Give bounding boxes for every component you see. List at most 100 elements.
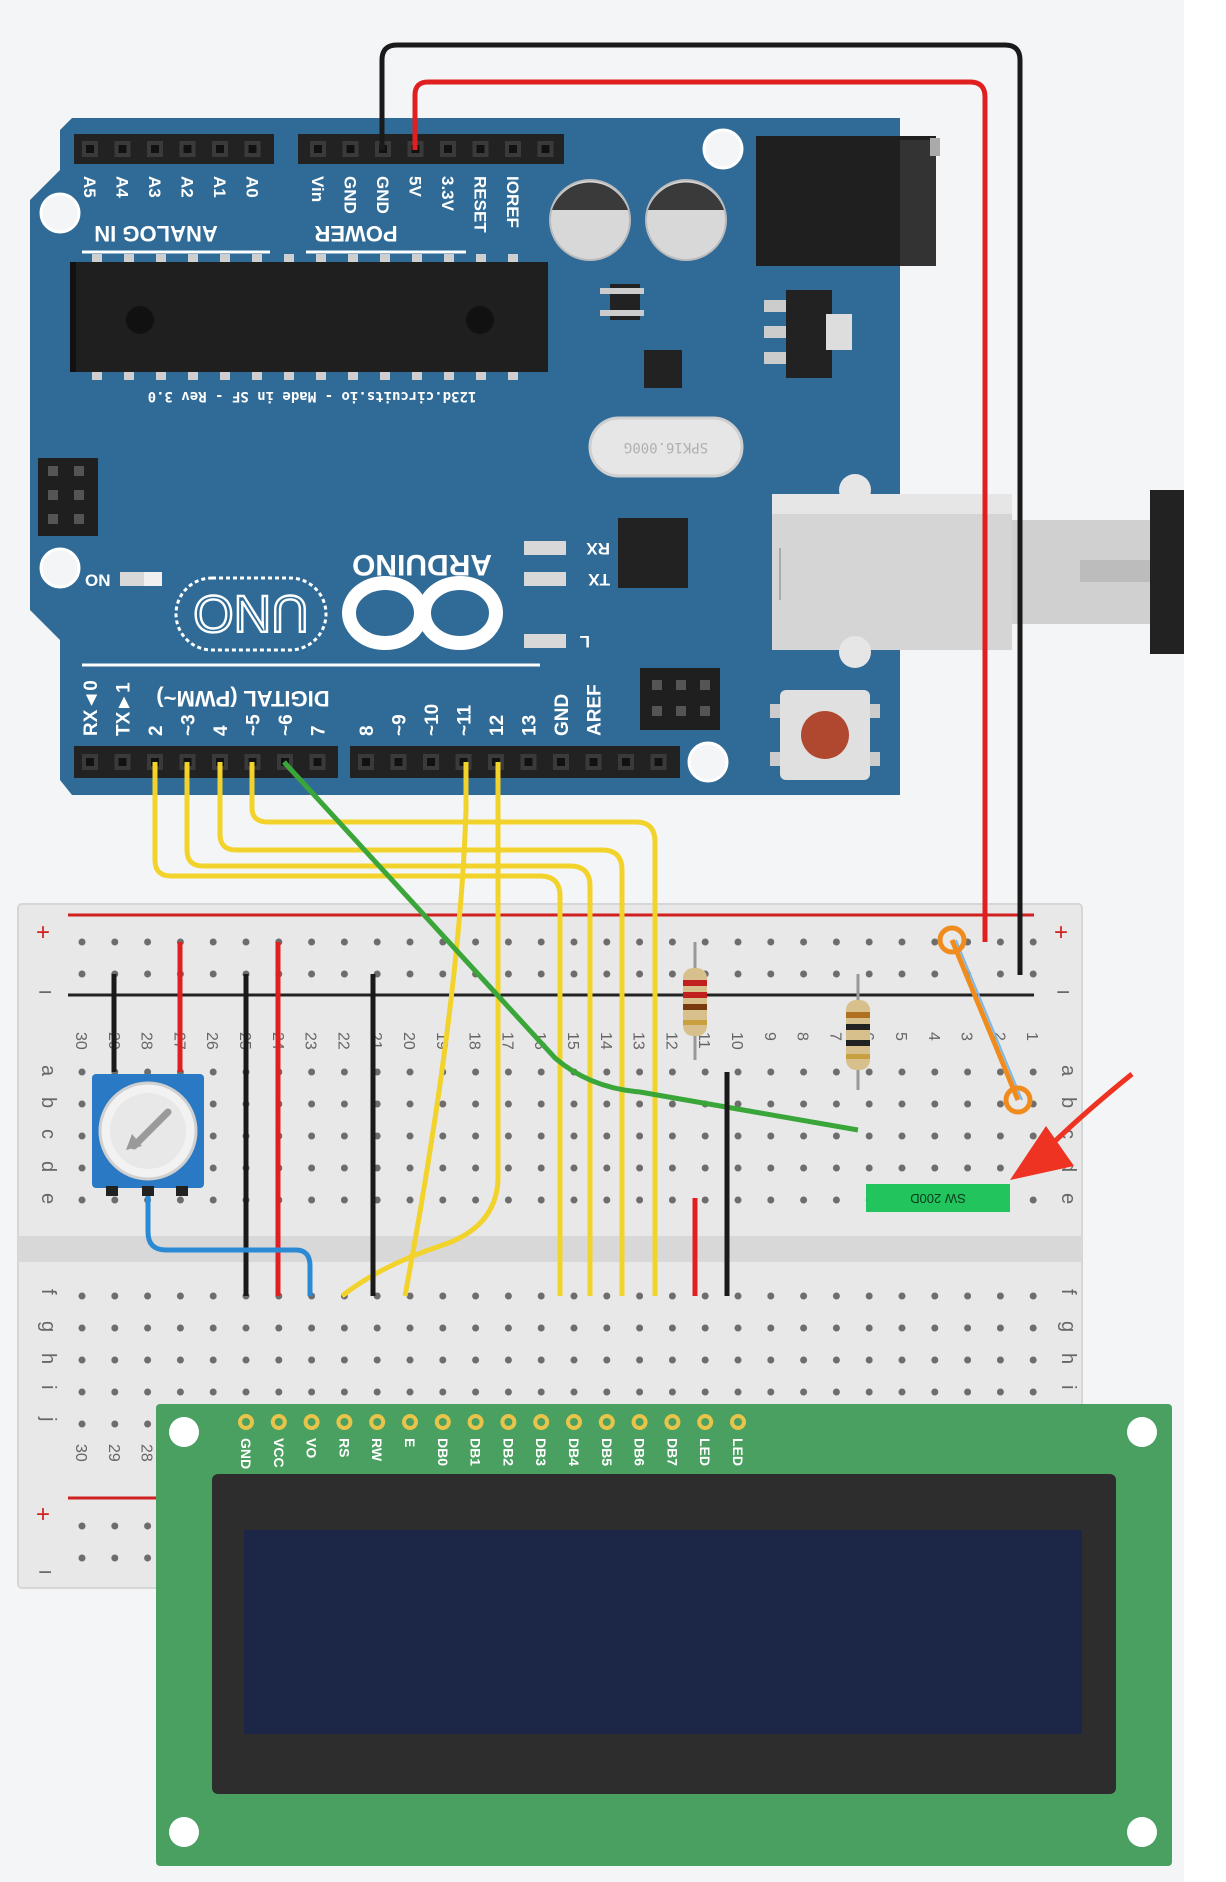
column-number: 2 [990,1032,1007,1041]
column-number: 14 [597,1032,614,1050]
made-in-label: 123d.circuits.io - Made in SF - Rev 3.0 [148,388,477,404]
column-number: 28 [138,1032,155,1050]
digital-header-left [74,746,338,778]
lcd-pin-label: RS [336,1438,352,1457]
digital-pin-label: 7 [309,725,330,736]
tx-label: TX [588,570,610,589]
mounting-hole [1127,1417,1157,1447]
reset-button-cap[interactable] [801,711,849,759]
row-letter: g [1057,1321,1079,1332]
digital-pin-label: 13 [520,715,541,736]
column-number: 22 [334,1032,351,1050]
row-letter: c [37,1129,59,1139]
usb-cable [1000,490,1184,654]
column-number: 21 [367,1032,384,1050]
mounting-hole [169,1417,199,1447]
lcd-pin-label: LED [730,1438,746,1466]
row-letter: f [1057,1289,1079,1295]
digital-pin-label: 4 [211,725,232,736]
arduino-brand: ARDUINO [352,548,492,581]
analog-pin-label: A5 [80,176,99,198]
wire-pin3 [184,762,593,1296]
column-number: 17 [498,1032,515,1050]
wire-pin6 [282,760,859,1133]
analog-pin-label: A4 [113,176,132,198]
wire-pin11 [402,762,469,1297]
wire-pin2 [152,762,563,1296]
mounting-hole [169,1817,199,1847]
usb-chip [618,518,688,588]
lcd-screen [244,1530,1082,1734]
digital-pin-label: ~10 [422,704,443,736]
lcd-pin-label: LED [697,1438,713,1466]
resistor-2 [846,974,870,1090]
analog-pin-label: A0 [243,176,262,198]
l-led [524,634,566,648]
column-number: 3 [958,1032,975,1041]
row-letter: i [1057,1385,1079,1389]
wire-pin5 [249,762,658,1296]
wire-pin12 [340,762,501,1298]
lcd-pin-label: E [402,1438,418,1447]
analog-header [74,134,274,164]
row-letter: e [37,1193,59,1204]
column-number: 1 [1023,1032,1040,1041]
icsp-header-small [38,458,98,536]
mounting-hole [39,192,81,234]
lcd-pin-label: DB6 [632,1438,648,1466]
lcd-pin-label: DB1 [468,1438,484,1466]
column-number: 8 [794,1032,811,1041]
tilt-switch-sw200d: SW 200D [866,1184,1010,1212]
lcd-pin-label: GND [238,1438,254,1469]
tilt-switch-leads [937,925,1033,1115]
analog-pin-label: A3 [145,176,164,198]
mounting-hole [39,547,81,589]
digital-pin-label: ~11 [455,704,476,736]
lcd-pin-label: DB3 [533,1438,549,1466]
small-chip [644,350,682,388]
potentiometer[interactable] [92,1074,204,1196]
digital-pin-label: TX►1 [114,682,135,736]
lcd-pin-label: VCC [271,1438,287,1468]
digital-pin-label: 12 [487,715,508,736]
digital-pin-label: ~6 [276,714,297,736]
rail-minus-label: − [1056,979,1070,1006]
5v-wire [412,79,988,942]
voltage-regulator [786,290,832,378]
rx-led [524,541,566,555]
wires [111,42,1023,1298]
power-pin-label: 5V [406,176,425,197]
column-number: 26 [203,1032,220,1050]
pointer-arrow-icon [1010,1072,1134,1180]
row-letter: b [37,1097,59,1108]
column-number: 10 [728,1032,745,1050]
power-header [298,134,564,164]
analog-pin-label: A1 [210,176,229,198]
rail-minus-label: − [38,979,52,1006]
column-number: 29 [105,1444,122,1462]
lcd-pin-label: DB5 [599,1438,615,1466]
on-label: ON [85,571,111,590]
lcd-pin-label: VO [304,1438,320,1458]
digital-pin-label: ~3 [179,714,200,736]
column-number: 4 [925,1032,942,1041]
digital-pin-label: 2 [146,725,167,736]
wire-pin4 [217,762,625,1296]
l-label: L [580,632,590,651]
rx-label: RX [586,539,610,558]
lcd-pin-label: DB7 [664,1438,680,1466]
mounting-hole [1127,1817,1157,1847]
rail-plus-label: + [36,919,50,946]
uno-badge [174,576,328,652]
lcd-pin-label: DB2 [500,1438,516,1466]
rail-plus-label: + [1054,919,1068,946]
row-letter: e [1057,1193,1079,1204]
row-letter: d [37,1161,59,1172]
row-letter: f [37,1289,59,1295]
column-number: 23 [302,1032,319,1050]
